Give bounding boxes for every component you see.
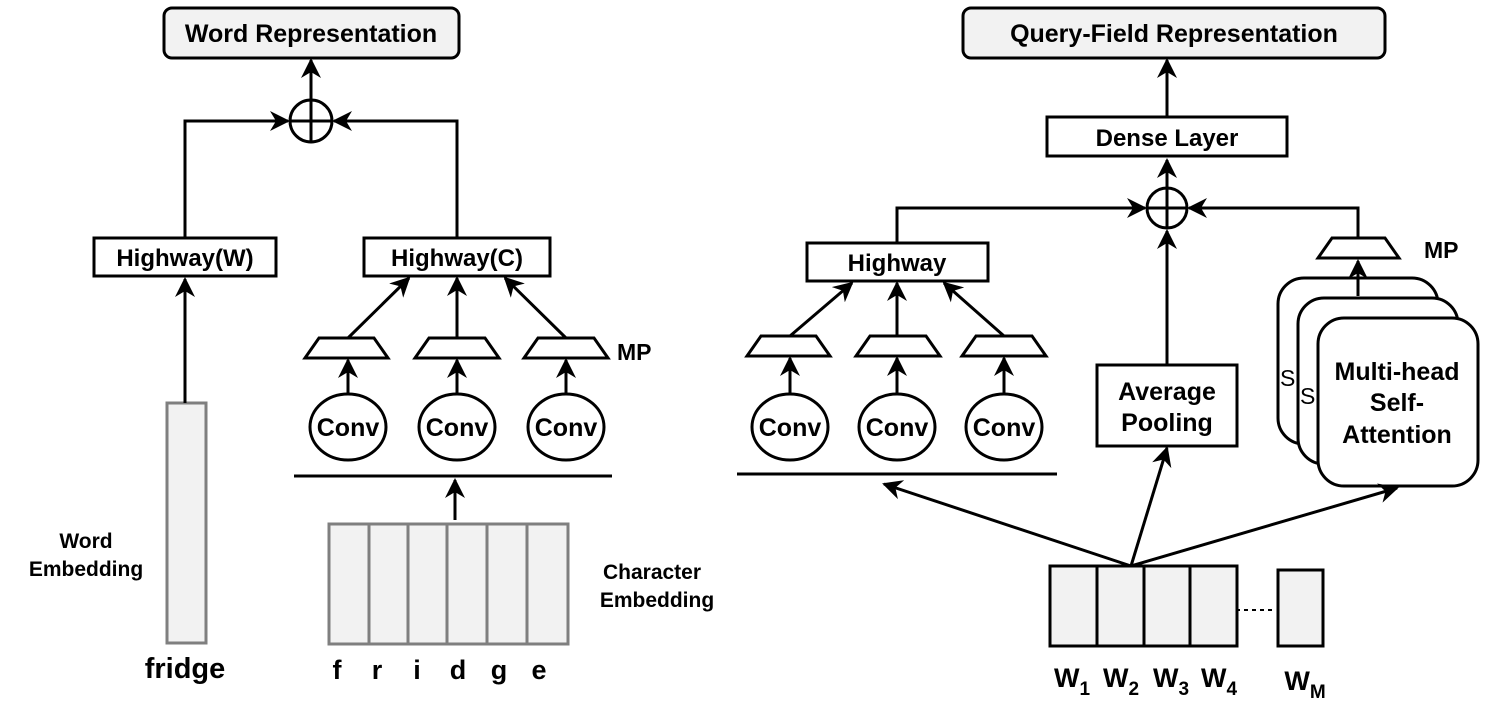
max-pool-trapezoid — [521, 336, 611, 360]
max-pool-trapezoid — [853, 334, 943, 358]
conv-label: Conv — [866, 414, 929, 442]
query-field-representation-label: Query-Field Representation — [1010, 20, 1338, 48]
token-label: W3 — [1153, 663, 1189, 700]
char-conv-branch-3: Conv — [503, 276, 611, 462]
char-embedding-label-line1: Character — [603, 561, 701, 584]
word-conv-branch-3: Conv — [942, 281, 1049, 462]
max-pool-trapezoid — [412, 336, 502, 360]
concat-symbol-right — [1145, 186, 1189, 230]
attention-label-line3: Attention — [1342, 421, 1452, 449]
max-pool-trapezoid — [959, 334, 1049, 358]
word-embedding-bar — [165, 401, 208, 645]
dense-layer-box — [1045, 115, 1289, 158]
token-embedding-grid — [1048, 564, 1325, 648]
token-label: W2 — [1103, 663, 1139, 700]
token-label: W1 — [1054, 663, 1090, 700]
attention-back-letter-2: S — [1300, 383, 1315, 409]
line-highway-w-to-concat — [183, 111, 290, 238]
mp-label-left: MP — [617, 339, 652, 365]
char-letter: f — [333, 655, 343, 685]
conv-label: Conv — [759, 414, 822, 442]
char-letter: i — [413, 655, 421, 685]
highway-w-label: Highway(W) — [116, 245, 253, 272]
word-embedding-label-line1: Word — [59, 530, 112, 553]
highway-label: Highway — [848, 250, 947, 277]
highway-c-label: Highway(C) — [391, 245, 523, 272]
char-letter: e — [531, 655, 546, 685]
left-panel: Word Representation Highway(W) Highway(C… — [29, 6, 714, 685]
word-conv-branch-1: Conv — [744, 281, 854, 462]
attention-stack: S S Multi-head Self- Attention — [1276, 276, 1480, 488]
token-label: WM — [1284, 666, 1325, 703]
char-letter: g — [491, 655, 508, 685]
line-mp-to-concat — [1187, 198, 1360, 238]
right-panel: Query-Field Representation Dense Layer H… — [737, 6, 1480, 703]
attention-label-line1: Multi-head — [1335, 358, 1460, 386]
char-letter: r — [372, 655, 383, 685]
average-pooling-label-line2: Pooling — [1121, 409, 1213, 437]
conv-label: Conv — [317, 414, 380, 442]
word-fridge: fridge — [145, 653, 226, 685]
char-embedding-label-line2: Embedding — [600, 589, 714, 612]
concat-symbol-left — [288, 98, 334, 144]
conv-label: Conv — [535, 414, 598, 442]
conv-label: Conv — [973, 414, 1036, 442]
token-labels: W1 W2 W3 W4 WM — [1054, 663, 1326, 703]
character-embedding-grid — [327, 522, 570, 646]
average-pooling-label-line1: Average — [1118, 378, 1216, 406]
word-representation-label: Word Representation — [185, 20, 437, 48]
char-conv-branch-2: Conv — [412, 276, 502, 462]
attention-label-line2: Self- — [1370, 389, 1424, 417]
max-pool-trapezoid-attention — [1315, 236, 1402, 260]
word-embedding-label-line2: Embedding — [29, 558, 143, 581]
arrow-tokens-to-attention — [1130, 483, 1399, 568]
max-pool-trapezoid — [302, 336, 391, 360]
arrow-tokens-to-convs — [882, 480, 1132, 568]
line-highway-to-concat — [895, 198, 1147, 243]
character-letters: f r i d g e — [333, 655, 547, 685]
token-label: W4 — [1201, 663, 1237, 700]
word-conv-branch-2: Conv — [853, 281, 943, 462]
dense-layer-label: Dense Layer — [1096, 125, 1239, 152]
arrow-tokens-to-avg-pool — [1129, 446, 1172, 567]
char-conv-branch-1: Conv — [302, 276, 411, 462]
max-pool-trapezoid — [744, 334, 833, 358]
mp-label-right: MP — [1424, 237, 1459, 263]
line-highway-c-to-concat — [332, 111, 459, 238]
attention-back-letter-1: S — [1280, 365, 1295, 391]
conv-label: Conv — [426, 414, 489, 442]
char-letter: d — [450, 655, 467, 685]
